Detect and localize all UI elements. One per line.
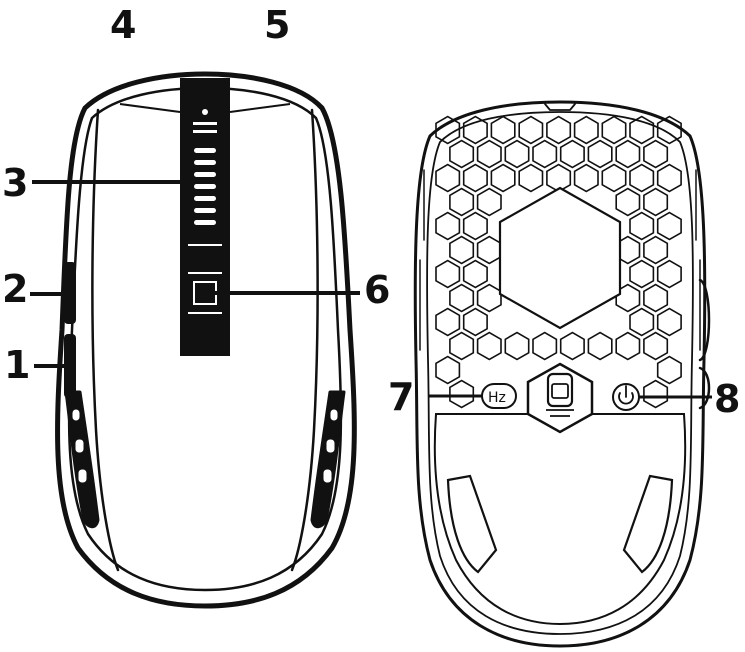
honeycomb-cell <box>629 115 655 145</box>
honeycomb-cell <box>449 235 475 265</box>
power-icon <box>618 392 634 405</box>
center-button-strip <box>180 78 230 356</box>
honeycomb-cell <box>449 187 475 217</box>
polling-rate-label: Hz <box>488 390 506 406</box>
bottom-skate-left <box>446 474 498 574</box>
honeycomb-cell <box>490 163 516 193</box>
honeycomb-cell <box>573 163 599 193</box>
honeycomb-cell <box>643 139 669 169</box>
honeycomb-cell <box>601 115 627 145</box>
honeycomb-cell <box>518 163 544 193</box>
honeycomb-cell <box>573 115 599 145</box>
sensor-module <box>526 362 594 434</box>
callout-1: 1 <box>4 343 30 387</box>
honeycomb-cell <box>435 355 461 385</box>
honeycomb-cell <box>559 331 585 361</box>
honeycomb-cell <box>449 283 475 313</box>
callout-5: 5 <box>264 3 290 47</box>
honeycomb-cell <box>504 331 530 361</box>
honeycomb-cell <box>532 139 558 169</box>
honeycomb-cell <box>629 307 655 337</box>
honeycomb-cell <box>476 283 502 313</box>
honeycomb-cell <box>449 331 475 361</box>
callout-2: 2 <box>2 267 28 311</box>
polling-rate-button[interactable]: Hz <box>481 383 517 409</box>
honeycomb-cell <box>587 331 613 361</box>
honeycomb-cell <box>615 139 641 169</box>
left-callout-lines <box>30 180 360 368</box>
honeycomb-cell <box>643 379 669 409</box>
honeycomb-cell <box>476 235 502 265</box>
mouse-top-outline <box>55 71 357 609</box>
honeycomb-cell <box>476 331 502 361</box>
honeycomb-cell <box>476 139 502 169</box>
bottom-base-panel <box>433 413 687 626</box>
honeycomb-cell <box>546 115 572 145</box>
honeycomb-cell <box>435 115 461 145</box>
mouse-top-view <box>55 71 357 609</box>
honeycomb-cell <box>449 139 475 169</box>
mouse-bottom-view <box>413 100 711 648</box>
honeycomb-cell <box>462 307 488 337</box>
side-button-forward[interactable] <box>64 262 76 324</box>
honeycomb-cell <box>462 259 488 289</box>
honeycomb-cell <box>656 115 682 145</box>
honeycomb-cell <box>559 139 585 169</box>
honeycomb-cell <box>490 115 516 145</box>
honeycomb-cell <box>643 283 669 313</box>
honeycomb-cell <box>629 259 655 289</box>
callout-4: 4 <box>110 3 136 47</box>
honeycomb-grid <box>435 115 682 409</box>
callout-7: 7 <box>388 375 414 419</box>
honeycomb-cell <box>656 163 682 193</box>
honeycomb-cell <box>643 187 669 217</box>
honeycomb-cell <box>435 307 461 337</box>
honeycomb-cell <box>601 163 627 193</box>
honeycomb-cell <box>615 283 641 313</box>
callout-8: 8 <box>714 377 740 421</box>
honeycomb-cell <box>462 211 488 241</box>
honeycomb-cell <box>546 163 572 193</box>
honeycomb-cell <box>449 379 475 409</box>
honeycomb-cell <box>629 163 655 193</box>
honeycomb-cell <box>435 259 461 289</box>
honeycomb-cell <box>435 211 461 241</box>
callout-3: 3 <box>2 161 28 205</box>
scroll-wheel[interactable] <box>194 148 216 225</box>
honeycomb-cell <box>643 235 669 265</box>
power-switch[interactable] <box>612 383 640 411</box>
honeycomb-cell <box>476 187 502 217</box>
mouse-bottom-outline <box>413 100 707 648</box>
center-hexagon <box>498 186 622 330</box>
honeycomb-cell <box>656 355 682 385</box>
honeycomb-cell <box>462 163 488 193</box>
honeycomb-cell <box>643 331 669 361</box>
bottom-skate-right <box>622 474 674 574</box>
left-side-grip <box>64 390 100 529</box>
honeycomb-cell <box>629 211 655 241</box>
honeycomb-cell <box>435 163 461 193</box>
honeycomb-cell <box>504 139 530 169</box>
honeycomb-cell <box>656 259 682 289</box>
honeycomb-cell <box>656 307 682 337</box>
side-button-back[interactable] <box>64 334 76 398</box>
right-side-grip <box>310 390 346 529</box>
honeycomb-cell <box>656 211 682 241</box>
callout-6: 6 <box>364 268 390 312</box>
honeycomb-cell <box>462 115 488 145</box>
honeycomb-cell <box>532 331 558 361</box>
honeycomb-cell <box>615 187 641 217</box>
honeycomb-cell <box>615 331 641 361</box>
side-perforations <box>419 169 701 351</box>
honeycomb-cell <box>518 115 544 145</box>
honeycomb-cell <box>587 139 613 169</box>
right-callout-lines <box>428 394 712 399</box>
